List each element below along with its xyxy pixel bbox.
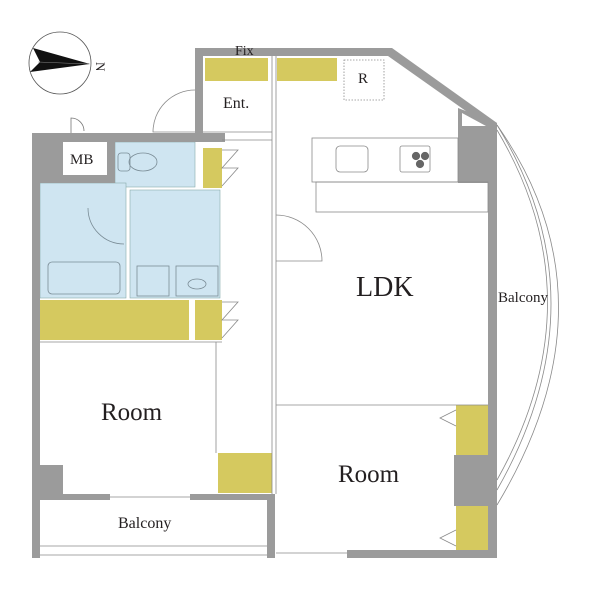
- refrigerator-label: R: [358, 71, 368, 87]
- ldk-door[interactable]: [275, 214, 323, 262]
- entrance-door[interactable]: [152, 89, 196, 133]
- north-arrow-icon: [30, 48, 90, 72]
- toilet-area: [114, 141, 196, 188]
- compass: N: [28, 31, 108, 95]
- room-right-label: Room: [338, 461, 400, 488]
- washroom-area: [129, 189, 221, 299]
- ldk-label: LDK: [356, 272, 414, 303]
- shoe-closet: [205, 58, 268, 81]
- gas-stove-icon: [399, 145, 431, 173]
- closet: [203, 148, 222, 188]
- meter-box: [63, 142, 107, 175]
- closet: [218, 453, 272, 493]
- closet: [195, 300, 222, 340]
- bathtub-icon: [47, 261, 121, 295]
- balcony-right-rail: [496, 124, 559, 506]
- room-left-label: Room: [101, 399, 163, 426]
- closet: [456, 506, 488, 550]
- kitchen-island: [315, 181, 489, 213]
- walls: [32, 48, 497, 558]
- north-label: N: [93, 62, 108, 72]
- meter-box-label: MB: [70, 152, 93, 168]
- fix-window-label: Fix: [235, 44, 254, 59]
- balcony-bottom-label: Balcony: [118, 515, 171, 532]
- entrance-label: Ent.: [223, 95, 249, 112]
- bathroom-door[interactable]: [87, 207, 125, 245]
- kitchen-counter: [311, 137, 459, 183]
- kitchen-sink-icon: [335, 145, 369, 173]
- refrigerator-space: [343, 59, 385, 101]
- closet: [456, 405, 488, 455]
- mb-door[interactable]: [70, 117, 85, 133]
- sink-icon: [175, 265, 219, 297]
- washer-pan-icon: [136, 265, 170, 297]
- bathroom-area: [39, 182, 127, 299]
- toilet-icon: [128, 152, 158, 172]
- closet: [277, 58, 337, 81]
- balcony-right-label: Balcony: [498, 290, 548, 306]
- closet: [40, 300, 189, 340]
